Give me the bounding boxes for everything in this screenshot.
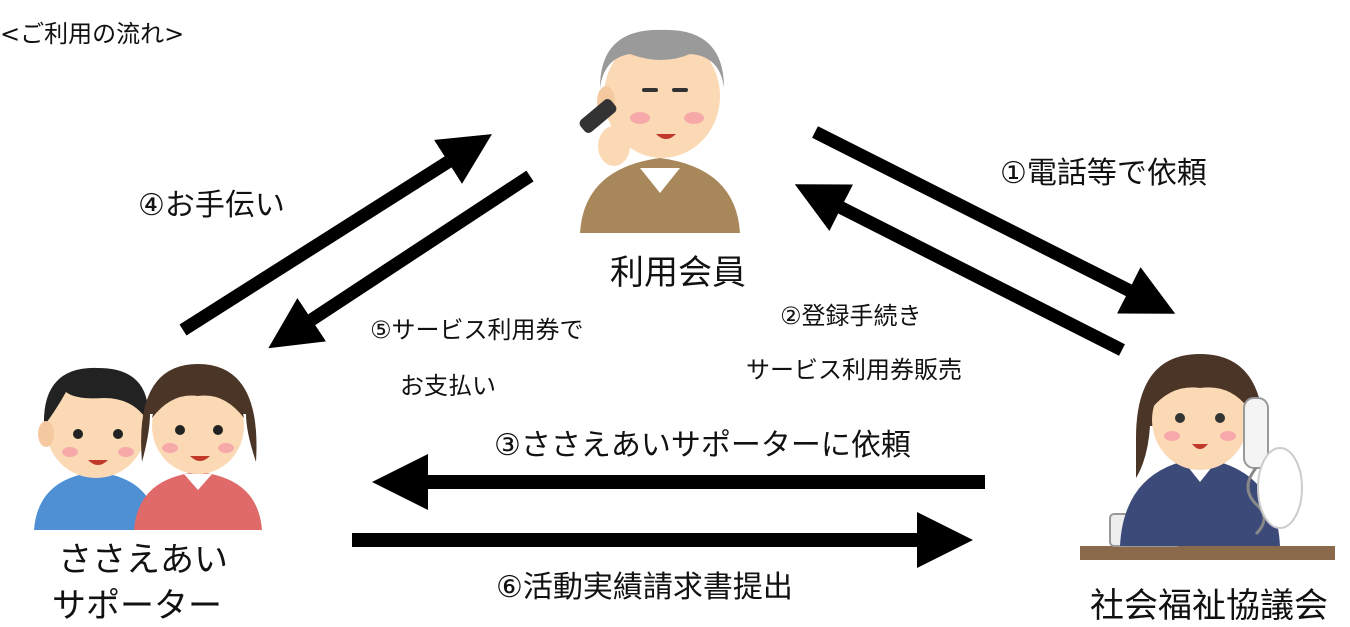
step3-label: ③ささえあいサポーターに依頼 (494, 428, 911, 463)
supporter-label-line2: サポーター (52, 586, 222, 626)
step2-label-line1: ②登録手続き (780, 302, 922, 330)
supporters-pair-icon (34, 364, 262, 530)
step1-label: ①電話等で依頼 (1000, 156, 1207, 191)
elderly-man-phone-icon (579, 29, 740, 233)
step6-label: ⑥活動実績請求書提出 (496, 570, 793, 605)
arrow-step1 (812, 126, 1176, 314)
arrow-step4 (179, 134, 492, 336)
page-title: <ご利用の流れ> (0, 20, 185, 48)
step5-label-line2: お支払い (400, 372, 496, 400)
member-label: 利用会員 (610, 253, 746, 293)
step4-label: ④お手伝い (138, 188, 285, 223)
step2-label-line2: サービス利用券販売 (746, 356, 962, 384)
council-label: 社会福祉協議会 (1090, 586, 1328, 626)
arrow-step2 (794, 184, 1125, 356)
arrow-step5 (268, 170, 534, 349)
step5-label-line1: ⑤サービス利用券で (370, 316, 584, 344)
supporter-label-line1: ささえあい (58, 540, 228, 580)
receptionist-phone-icon (1080, 354, 1335, 560)
